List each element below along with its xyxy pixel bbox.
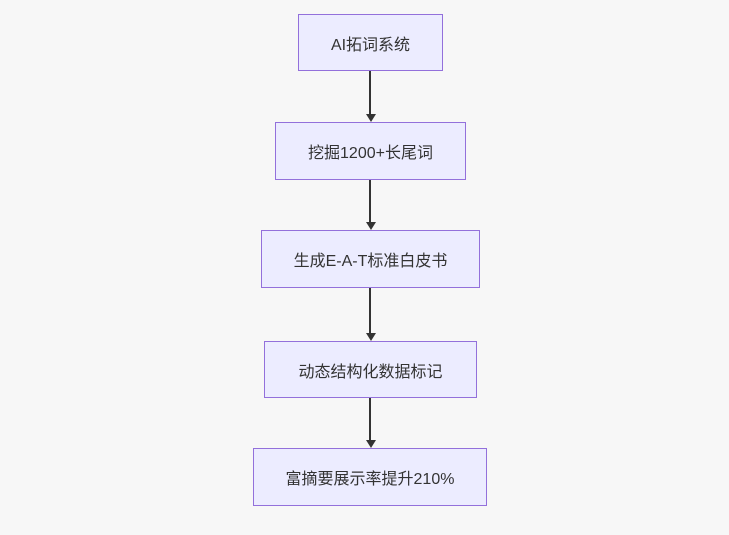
edge-line-4 — [369, 398, 371, 440]
arrowhead-down-icon — [366, 333, 376, 341]
arrowhead-down-icon — [366, 440, 376, 448]
flow-node-eat-whitepaper: 生成E-A-T标准白皮书 — [261, 230, 480, 288]
flow-node-longtail-mining: 挖掘1200+长尾词 — [275, 122, 466, 180]
arrowhead-down-icon — [366, 222, 376, 230]
edge-line-2 — [369, 180, 371, 223]
arrowhead-down-icon — [366, 114, 376, 122]
edge-line-1 — [369, 71, 371, 115]
flow-node-structured-data: 动态结构化数据标记 — [264, 341, 477, 398]
flow-node-ai-word-system: AI拓词系统 — [298, 14, 443, 71]
edge-line-3 — [369, 288, 371, 333]
flow-node-rich-snippet-result: 富摘要展示率提升210% — [253, 448, 487, 506]
